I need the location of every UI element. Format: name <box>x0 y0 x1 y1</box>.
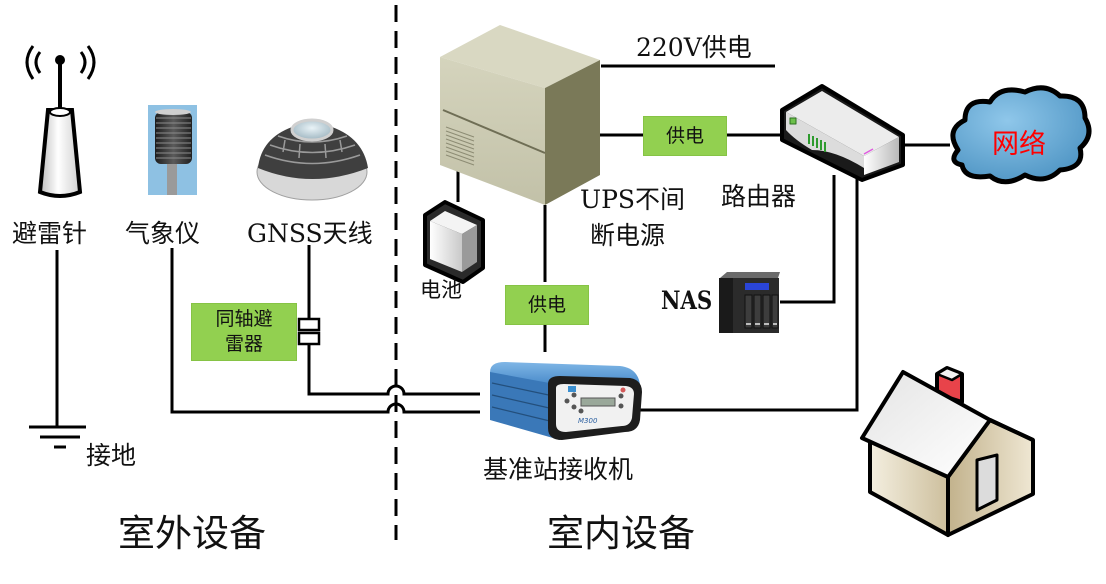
power-box-ups-router: 供电 <box>643 116 727 156</box>
coax-arrester-symbol <box>297 317 321 346</box>
power-box-ups-receiver: 供电 <box>505 285 589 325</box>
label-gnss-antenna: GNSS天线 <box>247 219 373 248</box>
receiver-icon: M300 <box>490 362 642 440</box>
battery-icon <box>423 200 485 284</box>
wires <box>29 64 950 449</box>
svg-text:M300: M300 <box>578 417 598 425</box>
label-network: 网络 <box>992 129 1046 160</box>
label-weather-station: 气象仪 <box>125 219 201 248</box>
coax-arrester-label-1: 同轴避 <box>215 308 273 330</box>
weather-station-icon <box>148 105 197 195</box>
ups-icon <box>440 25 600 205</box>
wire-router-receiver <box>640 178 859 412</box>
label-ups-line2: 断电源 <box>590 221 666 250</box>
section-outdoor-title: 室外设备 <box>118 512 266 555</box>
label-battery: 电池 <box>420 278 462 302</box>
coax-arrester-box: 同轴避 雷器 <box>191 303 297 361</box>
network-cloud-icon <box>950 85 1092 185</box>
label-lightning-rod: 避雷针 <box>12 219 88 248</box>
nas-icon <box>719 272 780 333</box>
label-nas: NAS <box>661 286 713 315</box>
label-ground: 接地 <box>86 441 137 470</box>
label-router: 路由器 <box>721 182 797 211</box>
wire-weather-receiver <box>170 248 480 414</box>
wire-arrester-receiver <box>307 345 480 396</box>
label-220v-power: 220V供电 <box>636 33 752 62</box>
lightning-rod-icon <box>25 45 96 198</box>
house-icon <box>860 366 1035 537</box>
section-indoor-title: 室内设备 <box>547 512 695 555</box>
wire-router-nas <box>780 175 836 304</box>
gnss-antenna-icon <box>256 118 368 201</box>
coax-arrester-label-2: 雷器 <box>224 333 263 355</box>
router-icon <box>780 84 905 182</box>
label-ups-line1: UPS不间 <box>580 185 686 214</box>
label-receiver: 基准站接收机 <box>483 455 634 484</box>
